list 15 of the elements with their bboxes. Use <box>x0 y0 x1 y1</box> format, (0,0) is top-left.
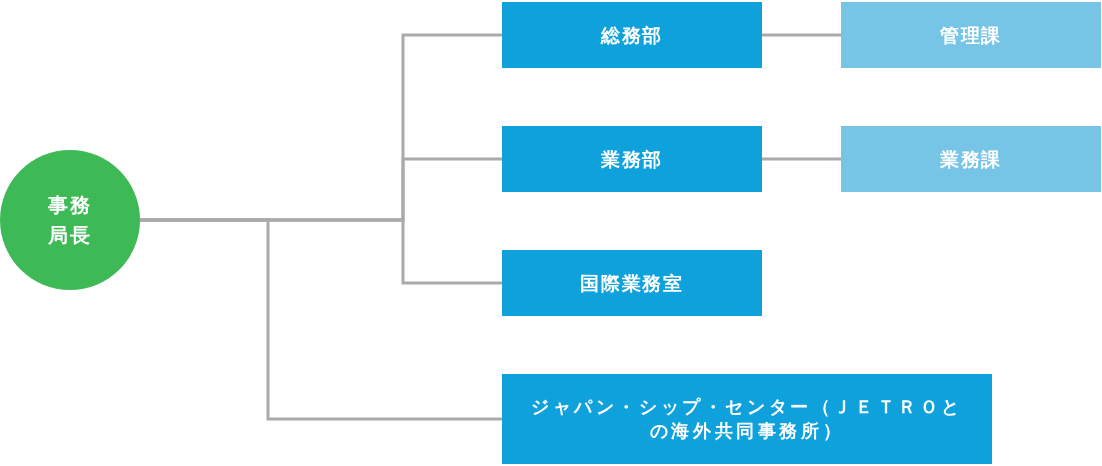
connector-line <box>762 33 841 37</box>
node-label: 事務局長 <box>47 192 93 249</box>
department-box <box>502 250 762 316</box>
connector-line <box>762 157 841 161</box>
section-box <box>841 2 1101 68</box>
node-label: 管理課 <box>939 22 1003 48</box>
node-label: 総務部 <box>600 22 664 48</box>
node-label: 業務部 <box>600 146 664 172</box>
node-label: 国際業務室 <box>579 270 685 296</box>
node-label: 業務課 <box>939 146 1003 172</box>
department-box <box>502 374 992 464</box>
department-box <box>502 2 762 68</box>
section-box <box>841 126 1101 192</box>
node-label: ジャパン・シップ・センター（ＪＥＴＲＯとの海外共同事務所） <box>530 394 964 443</box>
department-box <box>502 126 762 192</box>
